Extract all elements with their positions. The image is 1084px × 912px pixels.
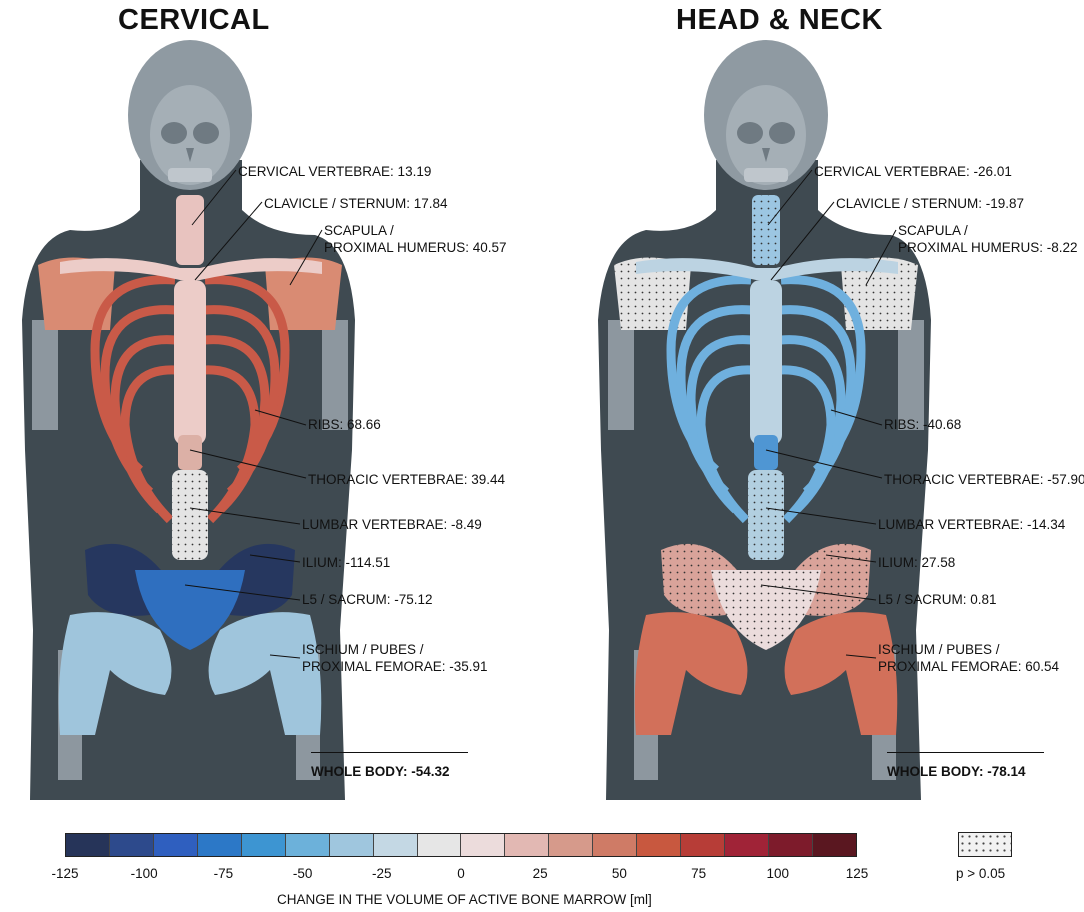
color-scale-swatch (241, 834, 286, 856)
label-ilium-cervical: ILIUM: -114.51 (302, 555, 391, 570)
label-ribs-cervical: RIBS: 68.66 (308, 417, 381, 432)
ischium-pubes-femorae-region (634, 612, 898, 735)
color-scale-tick-label: -50 (292, 866, 313, 881)
significance-pattern-swatch (958, 832, 1012, 857)
significance-label: p > 0.05 (956, 866, 1006, 881)
clavicle-sternum-region (636, 258, 898, 445)
lumbar-vertebrae-region (172, 470, 208, 560)
color-scale-tick-label: -25 (372, 866, 392, 881)
lumbar-vertebrae-region (748, 470, 784, 560)
color-scale-swatch (549, 834, 594, 856)
body-figure-head-neck (598, 40, 931, 800)
scapula-region (38, 257, 342, 330)
divider-cervical (311, 752, 468, 753)
color-scale-swatch (593, 834, 638, 856)
clavicle-sternum-region (60, 258, 322, 445)
ribs-region (666, 275, 866, 524)
color-scale-swatch (769, 834, 813, 856)
skull (704, 40, 828, 190)
label-cervical-vertebrae-head-neck: CERVICAL VERTEBRAE: -26.01 (814, 164, 1012, 179)
color-scale-tick-label: 125 (845, 866, 869, 881)
cervical-vertebrae-region (752, 195, 780, 265)
label-clavicle-sternum-cervical: CLAVICLE / STERNUM: 17.84 (264, 196, 448, 211)
color-scale-swatch (329, 834, 374, 856)
whole-body-cervical: WHOLE BODY: -54.32 (311, 764, 450, 779)
thoracic-vertebrae-region (754, 435, 778, 470)
label-l5-sacrum-cervical: L5 / SACRUM: -75.12 (302, 592, 433, 607)
l5-sacrum-region (711, 570, 821, 650)
label-humerus-head-neck: PROXIMAL HUMERUS: -8.22 (898, 240, 1078, 255)
ribs-region (90, 275, 290, 524)
label-thoracic-head-neck: THORACIC VERTEBRAE: -57.90 (884, 472, 1084, 487)
color-scale-tick-label: 50 (611, 866, 627, 881)
color-scale-swatch (66, 834, 110, 856)
color-scale-tick-label: 100 (766, 866, 790, 881)
label-femorae-cervical: PROXIMAL FEMORAE: -35.91 (302, 659, 488, 674)
skull (128, 40, 252, 190)
color-scale-swatch (461, 834, 506, 856)
divider-head-neck (887, 752, 1044, 753)
color-scale-tick-label: 25 (532, 866, 548, 881)
label-lumbar-head-neck: LUMBAR VERTEBRAE: -14.34 (878, 517, 1066, 532)
label-ribs-head-neck: RIBS: -40.68 (884, 417, 962, 432)
color-scale-swatch (681, 834, 726, 856)
whole-body-head-neck: WHOLE BODY: -78.14 (887, 764, 1026, 779)
color-scale-tick-label: -75 (213, 866, 234, 881)
label-lumbar-cervical: LUMBAR VERTEBRAE: -8.49 (302, 517, 482, 532)
label-ischium-cervical: ISCHIUM / PUBES / (302, 642, 424, 657)
color-scale-swatch (417, 834, 462, 856)
color-scale-tick-label: -100 (130, 866, 158, 881)
panel-title-cervical: CERVICAL (118, 4, 270, 36)
leader-lines (184, 169, 323, 659)
color-scale-bar (65, 833, 857, 857)
color-scale-swatch (285, 834, 330, 856)
cervical-vertebrae-region (176, 195, 204, 265)
label-ilium-head-neck: ILIUM: 27.58 (878, 555, 956, 570)
color-scale-swatch (197, 834, 242, 856)
scapula-region (614, 257, 918, 330)
panel-title-head-neck: HEAD & NECK (676, 4, 883, 36)
color-scale-swatch (505, 834, 550, 856)
body-figure-cervical (22, 40, 355, 800)
label-clavicle-sternum-head-neck: CLAVICLE / STERNUM: -19.87 (836, 196, 1025, 211)
label-humerus-cervical: PROXIMAL HUMERUS: 40.57 (324, 240, 507, 255)
thoracic-vertebrae-region (178, 435, 202, 470)
leader-lines (760, 169, 897, 659)
label-ischium-head-neck: ISCHIUM / PUBES / (878, 642, 1000, 657)
label-l5-sacrum-head-neck: L5 / SACRUM: 0.81 (878, 592, 997, 607)
label-thoracic-cervical: THORACIC VERTEBRAE: 39.44 (308, 472, 506, 487)
label-cervical-vertebrae-cervical: CERVICAL VERTEBRAE: 13.19 (238, 164, 432, 179)
ischium-pubes-femorae-region (58, 612, 322, 735)
l5-sacrum-region (135, 570, 245, 650)
color-scale-swatch (109, 834, 154, 856)
label-scapula-head-neck: SCAPULA / (898, 223, 968, 238)
color-scale-tick-label: 0 (457, 866, 465, 881)
color-scale-swatch (812, 834, 856, 856)
label-femorae-head-neck: PROXIMAL FEMORAE: 60.54 (878, 659, 1060, 674)
color-scale-swatch (725, 834, 769, 856)
color-scale-label: CHANGE IN THE VOLUME OF ACTIVE BONE MARR… (277, 892, 652, 907)
color-scale-swatch (637, 834, 682, 856)
color-scale-tick-label: 75 (691, 866, 707, 881)
color-scale-swatch (153, 834, 198, 856)
color-scale-swatch (373, 834, 418, 856)
label-scapula-cervical: SCAPULA / (324, 223, 394, 238)
color-scale-tick-label: -125 (51, 866, 79, 881)
